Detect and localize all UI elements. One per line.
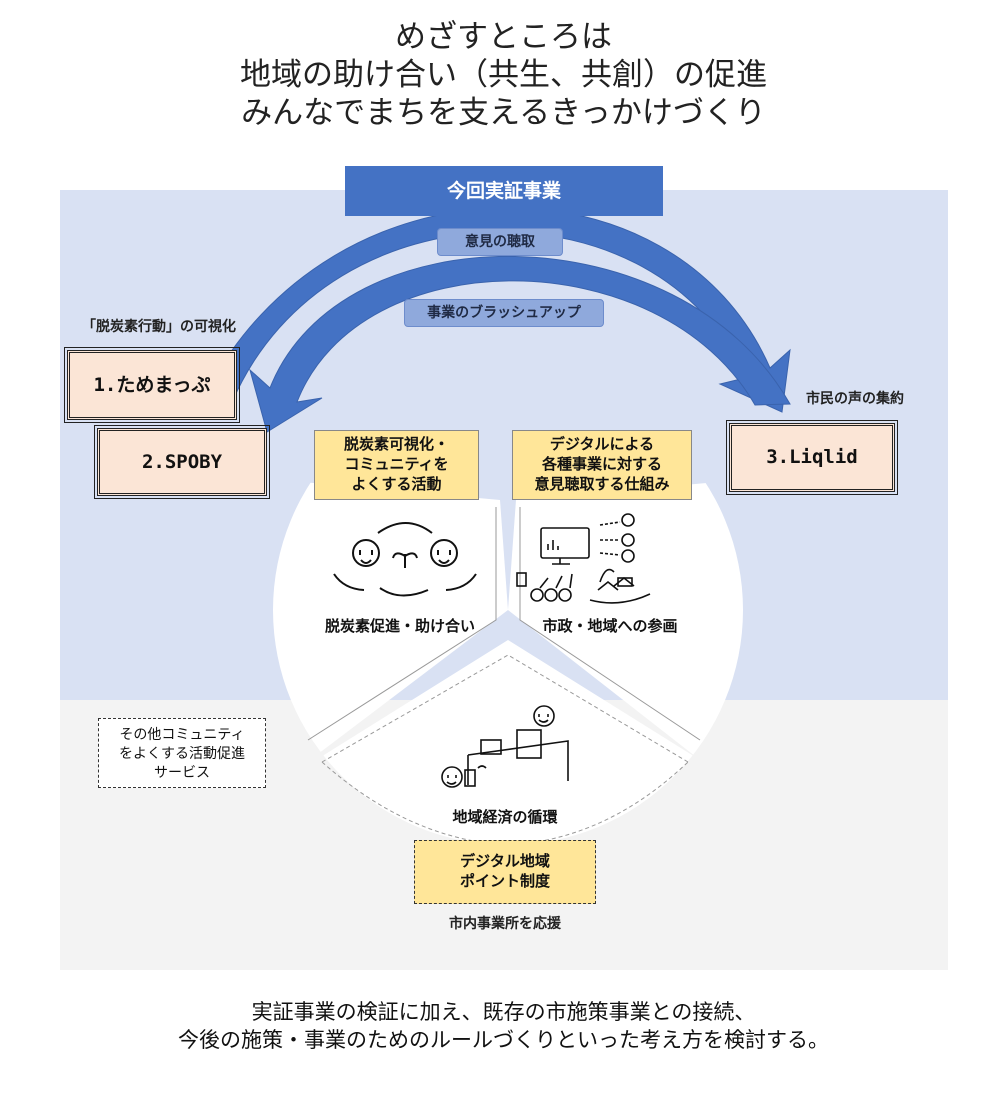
- title-line-1: めざすところは: [395, 19, 612, 55]
- segment-right-box-line-1: デジタルによる: [549, 435, 655, 453]
- digital-point-line-1: デジタル地域: [460, 852, 550, 870]
- app-box-spoby: 2.SPOBY: [94, 425, 270, 499]
- arc-label-outer: 意見の聴取: [437, 228, 563, 256]
- segment-left-box: 脱炭素可視化・ コミュニティを よくする活動: [314, 430, 479, 500]
- other-services-box: その他コミュニティ をよくする活動促進 サービス: [98, 718, 266, 788]
- right-caption: 市民の声の集約: [806, 391, 904, 407]
- other-services-line-3: サービス: [154, 765, 210, 781]
- participation-illustration: [516, 513, 651, 604]
- segment-right-box-line-3: 意見聴取する仕組み: [534, 475, 670, 493]
- segment-left-label: 脱炭素促進・助け合い: [324, 617, 475, 635]
- digital-point-caption: 市内事業所を応援: [449, 916, 561, 932]
- arc-label-inner: 事業のブラッシュアップ: [404, 299, 604, 327]
- segment-right: [508, 480, 743, 760]
- segment-left: [273, 480, 508, 760]
- segment-right-box: デジタルによる 各種事業に対する 意見聴取する仕組み: [512, 430, 692, 500]
- page-title: めざすところは 地域の助け合い（共生、共創）の促進 みんなでまちを支えるきっかけ…: [0, 18, 1007, 132]
- footer-line-2: 今後の施策・事業のためのルールづくりといった考え方を検討する。: [178, 1028, 829, 1052]
- digital-point-line-2: ポイント制度: [459, 872, 550, 890]
- footer-line-1: 実証事業の検証に加え、既存の市施策事業との接続、: [251, 1000, 756, 1024]
- segment-left-outline: [307, 507, 497, 741]
- footer-text: 実証事業の検証に加え、既存の市施策事業との接続、 今後の施策・事業のためのルール…: [0, 998, 1007, 1054]
- segment-right-label: 市政・地域への参画: [542, 617, 678, 635]
- community-illustration: [333, 522, 477, 597]
- segment-left-box-line-3: よくする活動: [351, 475, 442, 493]
- other-services-line-1: その他コミュニティ: [119, 727, 245, 743]
- segment-left-box-line-1: 脱炭素可視化・: [343, 435, 449, 453]
- title-line-3: みんなでまちを支えるきっかけづくり: [241, 95, 766, 131]
- circle-bottom-dashed: [321, 761, 689, 846]
- title-line-2: 地域の助け合い（共生、共創）の促進: [240, 57, 767, 93]
- segment-bottom-label: 地域経済の循環: [452, 808, 558, 826]
- segment-left-box-line-2: コミュニティを: [344, 455, 449, 473]
- left-caption: 「脱炭素行動」の可視化: [82, 319, 236, 335]
- segment-bottom-dashed: [321, 654, 689, 763]
- digital-point-box: デジタル地域 ポイント制度: [414, 840, 596, 904]
- outer-arc-arrow: [204, 207, 791, 413]
- other-services-line-2: をよくする活動促進: [119, 746, 245, 762]
- inner-arc-arrow: [249, 256, 791, 433]
- segment-right-outline: [519, 507, 701, 741]
- app-box-tamemap: 1.ためまっぷ: [64, 347, 240, 423]
- circle-segments: [273, 480, 743, 845]
- segment-right-box-line-2: 各種事業に対する: [541, 455, 662, 473]
- app-box-liqlid: 3.Liqlid: [726, 420, 898, 495]
- economy-illustration: [441, 705, 569, 788]
- demo-project-header: 今回実証事業: [345, 166, 663, 216]
